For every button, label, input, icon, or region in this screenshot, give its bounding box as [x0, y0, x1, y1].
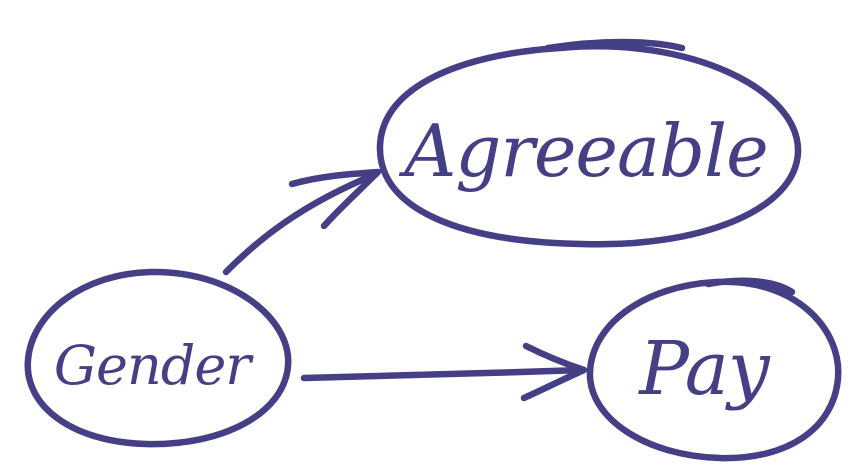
edge-gender-pay-arrowhead [520, 342, 588, 402]
edge-gender-agreeable-line [222, 170, 380, 276]
node-pay-ellipse [586, 277, 842, 462]
edge-gender-to-agreeable [222, 168, 382, 276]
node-gender-label: Gender [54, 334, 254, 397]
node-gender: Gender [24, 268, 292, 448]
node-agreeable-label: Agreeable [398, 109, 767, 193]
node-gender-ellipse [24, 268, 292, 448]
edge-gender-to-pay [300, 342, 588, 402]
node-agreeable: Agreeable [376, 38, 802, 248]
node-agreeable-ellipse [376, 38, 802, 248]
edge-gender-agreeable-arrowhead [288, 168, 382, 230]
node-pay-label: Pay [637, 326, 771, 412]
edge-gender-pay-line [300, 366, 586, 382]
node-pay: Pay [586, 277, 842, 462]
